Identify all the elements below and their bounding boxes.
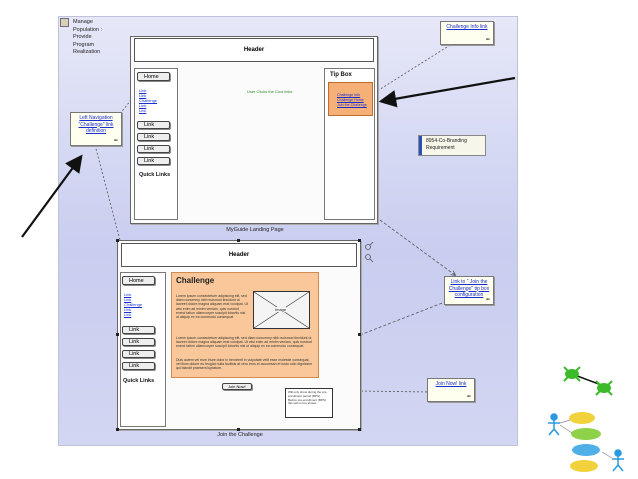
challenge-link-button[interactable]: Link: [122, 326, 155, 334]
tip-link[interactable]: Join the Challenge: [337, 103, 367, 107]
challenge-lorem-1: Lorem ipsum consectetuer adipiscing elit…: [176, 294, 248, 320]
landing-header: Header: [134, 38, 374, 62]
selection-handle: [358, 333, 361, 336]
note-left-navigation[interactable]: Left Navigation "Challenge" link definit…: [70, 112, 122, 146]
note-join-now-link[interactable]: Join Now! link ⚮: [427, 378, 475, 402]
join-now-button[interactable]: Join Now!: [222, 383, 252, 390]
package-icon: [60, 18, 69, 27]
selection-handle: [358, 428, 361, 431]
image-placeholder: Image: [253, 291, 310, 329]
link-icon: [365, 244, 371, 250]
challenge-caption: Join the Challenge: [217, 432, 263, 438]
challenge-quick-links: Quick Links: [123, 378, 155, 384]
landing-link-button[interactable]: Link: [137, 157, 170, 165]
challenge-title: Challenge: [176, 276, 215, 285]
landing-link-button[interactable]: Link: [137, 133, 170, 141]
actor-icon: [612, 449, 624, 472]
landing-home-button[interactable]: Home: [137, 72, 170, 81]
selection-handle: [116, 239, 119, 242]
arrow-to-left-nav: [21, 154, 83, 238]
note-join-link-config[interactable]: Link to " Join the Challenge" tip box co…: [444, 276, 494, 305]
tip-box: [328, 82, 373, 116]
actor-icon: [548, 413, 560, 436]
selection-handle: [358, 239, 361, 242]
nav-link[interactable]: Link: [139, 93, 147, 98]
selection-handle: [237, 428, 240, 431]
landing-link-button[interactable]: Link: [137, 145, 170, 153]
tip-box-title: Tip Box: [330, 72, 352, 78]
landing-link-button[interactable]: Link: [137, 121, 170, 129]
nav-link[interactable]: Link: [124, 292, 132, 297]
user-clicks-label: User Clicks the Cool links: [247, 89, 293, 94]
link-icon: ⚮: [466, 393, 471, 400]
tip-links: Challenge Info Challenge Home Join the C…: [337, 93, 367, 108]
link-icon: ⚮: [485, 296, 490, 303]
nav-link[interactable]: Link: [139, 103, 147, 108]
relation-icons: [365, 242, 374, 263]
challenge-nav-links: Link Link Challenge Link Link: [124, 292, 142, 317]
arrow-to-tip-box: [378, 76, 516, 108]
landing-quick-links: Quick Links: [139, 172, 171, 178]
nav-link[interactable]: Link: [124, 297, 132, 302]
challenge-home-button[interactable]: Home: [122, 276, 155, 285]
image-label: Image: [275, 307, 287, 312]
nav-link[interactable]: Link: [139, 108, 147, 113]
challenge-left-nav: [120, 272, 166, 427]
nav-link-challenge[interactable]: Challenge: [124, 302, 143, 307]
selection-handle: [116, 428, 119, 431]
landing-caption: MyGuide Landing Page: [226, 227, 284, 233]
challenge-link-button[interactable]: Link: [122, 362, 155, 370]
challenge-link-button[interactable]: Link: [122, 350, 155, 358]
tip-link[interactable]: Challenge Info: [337, 93, 361, 97]
tip-link[interactable]: Challenge Home: [337, 98, 364, 102]
challenge-link-button[interactable]: Link: [122, 338, 155, 346]
nav-link-challenge[interactable]: Challenge: [139, 98, 158, 103]
nav-link[interactable]: Link: [124, 307, 132, 312]
search-icon: [365, 254, 371, 260]
landing-left-nav: [134, 68, 178, 220]
selection-handle: [237, 239, 240, 242]
landing-nav-links: Link Link Challenge Link Link: [139, 88, 157, 113]
challenge-lorem-2: Lorem ipsum consectetuer adipiscing elit…: [176, 336, 312, 349]
link-icon: ⚮: [113, 137, 118, 144]
selection-handle: [116, 333, 119, 336]
package-label: Manage Population : Provide Program Real…: [73, 19, 103, 55]
note-challenge-info[interactable]: Challenge Info link ⚮: [440, 21, 494, 45]
challenge-lorem-3: Duis autem vel eum iriure dolor in hendr…: [176, 358, 312, 371]
requirement-element[interactable]: 8954-Co-Branding Requirement: [418, 135, 486, 156]
link-icon: ⚮: [485, 36, 490, 43]
dotted-link-left-nav: [94, 144, 121, 241]
join-now-callout: Will only show during the pre-enrollment…: [285, 388, 333, 418]
dotted-link-challenge-to-config: [359, 300, 450, 336]
nav-link[interactable]: Link: [139, 88, 147, 93]
bug-connection-icon: [563, 366, 613, 396]
use-case-icon: [548, 412, 624, 472]
challenge-header: Header: [121, 243, 357, 267]
nav-link[interactable]: Link: [124, 312, 132, 317]
dotted-link-landing-to-config: [379, 219, 455, 275]
